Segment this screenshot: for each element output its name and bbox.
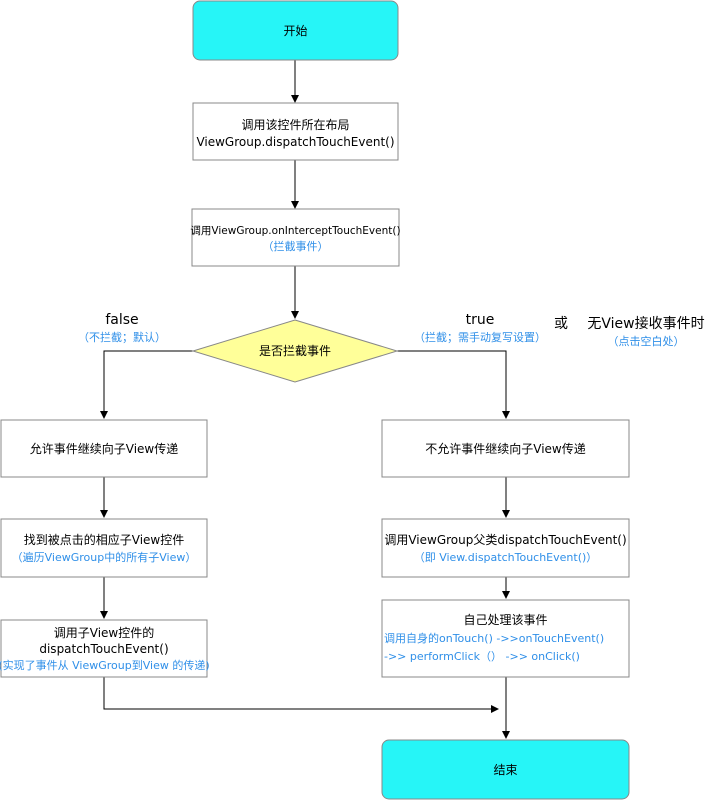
end-node: 结束 <box>381 739 630 800</box>
connectors <box>100 60 510 739</box>
call-dispatch-line1: 调用该控件所在布局 <box>241 118 349 132</box>
call-child-dispatch-line2: dispatchTouchEvent() <box>39 642 168 656</box>
no-view-note: （点击空白处） <box>608 334 685 348</box>
call-parent-dispatch-note: （即 View.dispatchTouchEvent()） <box>414 551 598 564</box>
call-intercept-line1: 调用ViewGroup.onInterceptTouchEvent() <box>190 225 400 237</box>
true-label: true <box>466 312 495 328</box>
handle-self-note2: ->> performClick（） ->> onClick() <box>384 650 580 663</box>
decision-node: 是否拦截事件 <box>191 319 399 383</box>
true-note: （拦截；需手动复写设置） <box>414 330 546 344</box>
call-child-dispatch-note: (实现了事件从 ViewGroup到View 的传递) <box>0 658 210 672</box>
find-child-line1: 找到被点击的相应子View控件 <box>24 532 184 547</box>
call-parent-dispatch-line1: 调用ViewGroup父类dispatchTouchEvent() <box>384 533 626 547</box>
call-dispatch-node: 调用该控件所在布局 ViewGroup.dispatchTouchEvent() <box>192 102 399 161</box>
call-child-dispatch-node: 调用子View控件的 dispatchTouchEvent() (实现了事件从 … <box>0 619 210 678</box>
no-view-label: 无View接收事件时 <box>587 315 704 332</box>
handle-self-note1: 调用自身的onTouch() ->>onTouchEvent() <box>384 631 604 645</box>
arrow-child-dispatch-to-merge <box>103 677 499 713</box>
arrow-decision-true <box>397 350 510 419</box>
allow-node: 允许事件继续向子View传递 <box>0 419 208 478</box>
arrow-decision-false <box>100 350 193 419</box>
allow-label: 允许事件继续向子View传递 <box>30 441 178 456</box>
call-dispatch-line2: ViewGroup.dispatchTouchEvent() <box>196 135 394 149</box>
call-intercept-node: 调用ViewGroup.onInterceptTouchEvent() （拦截事… <box>190 208 401 267</box>
start-node: 开始 <box>192 0 399 61</box>
find-child-node: 找到被点击的相应子View控件 （遍历ViewGroup中的所有子View） <box>0 518 208 578</box>
find-child-note: （遍历ViewGroup中的所有子View） <box>12 550 197 564</box>
disallow-label: 不允许事件继续向子View传递 <box>425 441 585 456</box>
call-child-dispatch-line1: 调用子View控件的 <box>54 625 154 640</box>
handle-self-node: 自己处理该事件 调用自身的onTouch() ->>onTouchEvent()… <box>381 599 630 678</box>
call-parent-dispatch-node: 调用ViewGroup父类dispatchTouchEvent() （即 Vie… <box>381 518 630 578</box>
start-label: 开始 <box>283 24 307 38</box>
false-note: （不拦截；默认） <box>78 330 166 344</box>
or-label: 或 <box>554 316 568 332</box>
call-intercept-note: （拦截事件） <box>263 239 329 253</box>
false-label: false <box>105 312 138 328</box>
end-label: 结束 <box>493 763 517 777</box>
disallow-node: 不允许事件继续向子View传递 <box>381 419 630 478</box>
handle-self-line1: 自己处理该事件 <box>463 613 547 627</box>
decision-label: 是否拦截事件 <box>259 344 331 358</box>
branch-labels: false （不拦截；默认） true （拦截；需手动复写设置） 或 无View… <box>78 312 705 348</box>
